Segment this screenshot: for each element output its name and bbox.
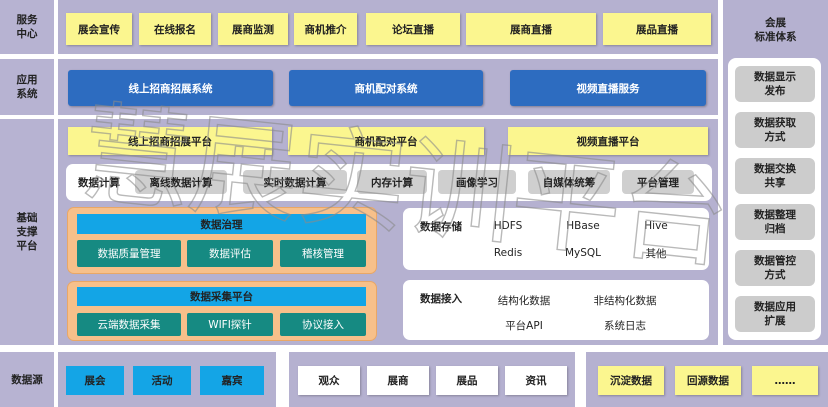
governance-audit-management[interactable]: 稽核管理	[280, 240, 366, 267]
standard-data-control[interactable]: 数据管控 方式	[735, 250, 815, 286]
storage-mysql: MySQL	[564, 247, 602, 259]
label-service-center: 服务 中心	[0, 0, 54, 54]
app-online-recruitment-system[interactable]: 线上招商招展系统	[68, 70, 273, 106]
source-exhibitor[interactable]: 展商	[367, 366, 429, 395]
access-system-log[interactable]: 系统日志	[582, 315, 668, 335]
service-online-registration[interactable]: 在线报名	[139, 13, 211, 45]
collection-wifi-probe[interactable]: WIFI探针	[187, 313, 273, 336]
access-unstructured-data[interactable]: 非结构化数据	[582, 290, 668, 310]
storage-hbase: HBase	[566, 220, 600, 232]
label-base-platform: 基础 支撑 平台	[0, 119, 54, 345]
computing-realtime[interactable]: 实时数据计算	[243, 170, 347, 194]
access-structured-data[interactable]: 结构化数据	[482, 290, 566, 310]
standard-data-acquisition[interactable]: 数据获取 方式	[735, 112, 815, 148]
computing-profile-learning[interactable]: 画像学习	[438, 170, 516, 194]
source-exhibition[interactable]: 展会	[66, 366, 124, 395]
label-application-system: 应用 系统	[0, 59, 54, 115]
app-business-matching-system[interactable]: 商机配对系统	[289, 70, 483, 106]
source-audience[interactable]: 观众	[298, 366, 360, 395]
storage-redis: Redis	[493, 247, 523, 259]
computing-platform-management[interactable]: 平台管理	[622, 170, 694, 194]
data-governance-title: 数据治理	[77, 214, 366, 234]
data-storage-title: 数据存储	[420, 220, 462, 233]
source-news[interactable]: 资讯	[505, 366, 567, 395]
computing-media-coordination[interactable]: 自媒体统筹	[528, 170, 610, 194]
computing-offline[interactable]: 离线数据计算	[135, 170, 227, 194]
service-business-promotion[interactable]: 商机推介	[294, 13, 357, 45]
label-data-source: 数据源	[0, 352, 54, 407]
source-activity[interactable]: 活动	[133, 366, 191, 395]
standard-data-exchange[interactable]: 数据交换 共享	[735, 158, 815, 194]
access-platform-api[interactable]: 平台API	[482, 315, 566, 335]
standard-system-title: 会展 标准体系	[754, 17, 797, 43]
service-product-live[interactable]: 展品直播	[603, 13, 711, 45]
service-forum-live[interactable]: 论坛直播	[366, 13, 460, 45]
standard-data-display[interactable]: 数据显示 发布	[735, 66, 815, 102]
source-origin-data[interactable]: 回源数据	[675, 366, 741, 395]
service-exhibitor-live[interactable]: 展商直播	[466, 13, 596, 45]
data-collection-title: 数据采集平台	[77, 287, 366, 306]
storage-hdfs: HDFS	[493, 220, 523, 232]
collection-cloud[interactable]: 云端数据采集	[77, 313, 181, 336]
source-product[interactable]: 展品	[436, 366, 498, 395]
governance-quality-management[interactable]: 数据质量管理	[77, 240, 181, 267]
storage-hive: Hive	[644, 220, 668, 232]
data-access-title: 数据接入	[420, 292, 462, 305]
source-more[interactable]: ……	[752, 366, 818, 395]
governance-evaluation[interactable]: 数据评估	[187, 240, 273, 267]
service-exhibition-promotion[interactable]: 展会宣传	[66, 13, 132, 45]
service-exhibitor-monitoring[interactable]: 展商监测	[218, 13, 288, 45]
computing-title: 数据计算	[78, 176, 120, 189]
source-accumulated-data[interactable]: 沉淀数据	[598, 366, 664, 395]
platform-business-matching[interactable]: 商机配对平台	[288, 127, 484, 155]
standard-data-archiving[interactable]: 数据整理 归档	[735, 204, 815, 240]
platform-video-live[interactable]: 视频直播平台	[508, 127, 708, 155]
source-guest[interactable]: 嘉宾	[200, 366, 264, 395]
data-storage-panel	[403, 208, 709, 270]
platform-online-recruitment[interactable]: 线上招商招展平台	[68, 127, 272, 155]
collection-protocol-access[interactable]: 协议接入	[280, 313, 366, 336]
standard-data-application[interactable]: 数据应用 扩展	[735, 296, 815, 332]
computing-memory[interactable]: 内存计算	[357, 170, 427, 194]
app-video-live-service[interactable]: 视频直播服务	[510, 70, 706, 106]
storage-other: 其他	[645, 247, 667, 260]
standard-items-panel	[728, 58, 821, 340]
